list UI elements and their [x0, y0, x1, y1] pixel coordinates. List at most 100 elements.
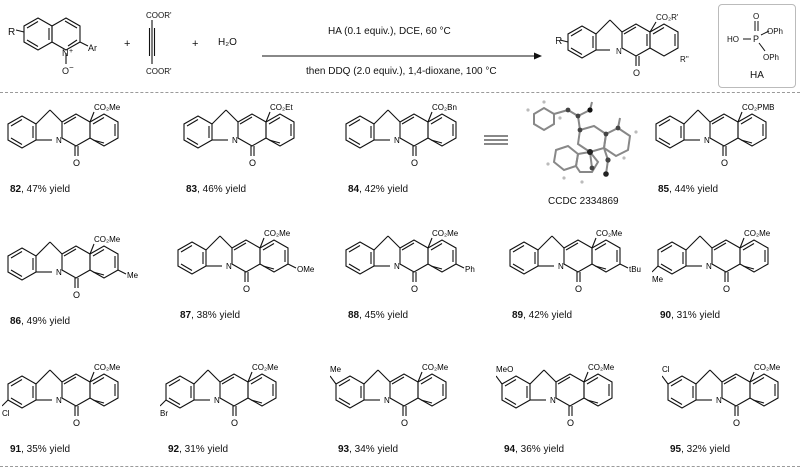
compound-caption: 89, 42% yield	[512, 310, 572, 321]
compound-yield: , 42% yield	[523, 310, 573, 321]
product-ester-label: CO₂R'	[656, 13, 679, 22]
nitrogen-label: N	[394, 262, 400, 271]
diphenyl-phosphate-structure: O P HO OPh OPh	[727, 12, 783, 62]
compound-yield: , 35% yield	[21, 444, 71, 455]
carbonyl-o-label: O	[723, 284, 730, 294]
oph-label-1: OPh	[767, 27, 783, 36]
substituent-label: Me	[127, 271, 139, 280]
water-reagent: H₂O	[218, 37, 237, 48]
nitrogen-label: N	[56, 136, 62, 145]
phosphorus-label: P	[753, 34, 759, 44]
nitrogen-label: N	[384, 396, 390, 405]
nitrogen-label: N	[550, 396, 556, 405]
ester-group-label: CO₂Me	[264, 229, 291, 238]
o-minus-label: −	[69, 63, 74, 72]
compound-yield: , 31% yield	[179, 444, 229, 455]
ester-group-label: CO₂PMB	[742, 103, 774, 112]
product-n-label: N	[616, 47, 622, 56]
separator-top	[0, 92, 800, 93]
nitrogen-label: N	[716, 396, 722, 405]
o-atom-label: O	[62, 66, 69, 76]
compound-caption: 94, 36% yield	[504, 444, 564, 455]
compound-yield: , 46% yield	[197, 184, 247, 195]
compound-caption: 83, 46% yield	[186, 184, 246, 195]
compound-number: 94	[504, 444, 516, 455]
ester-group-label: CO₂Me	[432, 229, 459, 238]
product-rpp-label: R''	[680, 55, 689, 64]
nitrogen-label: N	[232, 136, 238, 145]
carbonyl-o-label: O	[73, 158, 80, 168]
compound-number: 82	[10, 184, 22, 195]
separator-bottom	[0, 466, 800, 467]
ester-group-label: CO₂Me	[596, 229, 623, 238]
ester-group-label: CO₂Me	[94, 103, 121, 112]
ester-group-label: CO₂Et	[270, 103, 293, 112]
compound-yield: , 42% yield	[359, 184, 409, 195]
quinoline-n-oxide-structure: R N + O − Ar	[8, 17, 97, 76]
carbonyl-o-label: O	[401, 418, 408, 428]
phosphoryl-o-label: O	[753, 12, 759, 21]
substituent-label: Me	[652, 275, 664, 284]
compound-85-structure: N O CO₂PMB	[655, 103, 774, 168]
compound-yield: , 36% yield	[515, 444, 565, 455]
compound-yield: , 31% yield	[671, 310, 721, 321]
compound-yield: , 47% yield	[21, 184, 71, 195]
equivalence-sign	[484, 135, 508, 145]
compound-yield: , 49% yield	[21, 316, 71, 327]
compound-caption: 86, 49% yield	[10, 316, 70, 327]
compound-number: 89	[512, 310, 524, 321]
r-group-label: R	[8, 27, 15, 38]
compound-yield: , 38% yield	[191, 310, 241, 321]
carbonyl-o-label: O	[721, 158, 728, 168]
compound-number: 87	[180, 310, 192, 321]
substituent-label: Ph	[465, 265, 475, 274]
oph-label-2: OPh	[763, 53, 779, 62]
compound-caption: 84, 42% yield	[348, 184, 408, 195]
ester-bottom-label: COOR'	[146, 67, 172, 76]
crystal-structure-image	[526, 100, 638, 184]
ester-group-label: CO₂Me	[94, 235, 121, 244]
compound-yield: , 34% yield	[349, 444, 399, 455]
ester-group-label: CO₂Me	[94, 363, 121, 372]
catalyst-box: O P HO OPh OPh HA	[718, 4, 796, 88]
substituent-label: OMe	[297, 265, 315, 274]
compound-82-structure: N O CO₂Me	[7, 103, 121, 168]
compound-number: 91	[10, 444, 22, 455]
ester-group-label: CO₂Bn	[432, 103, 457, 112]
reaction-arrow	[262, 52, 542, 60]
nitrogen-label: N	[704, 136, 710, 145]
compound-yield: , 45% yield	[359, 310, 409, 321]
alkyne-diester-structure: COOR' COOR'	[146, 11, 172, 76]
nitrogen-label: N	[706, 262, 712, 271]
compound-number: 95	[670, 444, 682, 455]
carbonyl-o-label: O	[73, 418, 80, 428]
compound-caption: 92, 31% yield	[168, 444, 228, 455]
compound-number: 92	[168, 444, 180, 455]
nitrogen-label: N	[56, 268, 62, 277]
compound-number: 88	[348, 310, 360, 321]
compound-caption: 90, 31% yield	[660, 310, 720, 321]
carbonyl-o-label: O	[243, 284, 250, 294]
n-plus-label: +	[69, 48, 73, 55]
carbonyl-o-label: O	[733, 418, 740, 428]
ho-label: HO	[727, 35, 739, 44]
n-atom-label: N	[62, 48, 69, 58]
nitrogen-label: N	[56, 396, 62, 405]
nitrogen-label: N	[226, 262, 232, 271]
compound-caption: 88, 45% yield	[348, 310, 408, 321]
